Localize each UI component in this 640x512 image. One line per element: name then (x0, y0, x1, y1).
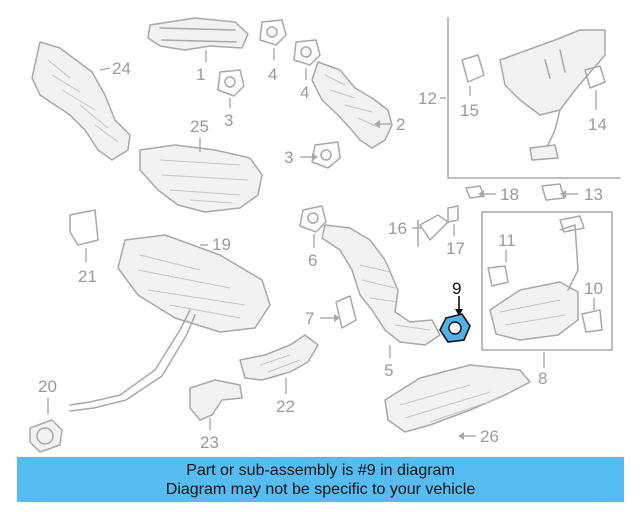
callout-2: 2 (396, 115, 405, 134)
callout-5: 5 (384, 361, 393, 380)
callout-15: 15 (460, 101, 479, 120)
part-23-pipe (189, 379, 243, 430)
part-16-sensor (412, 214, 449, 247)
callout-1: 1 (196, 65, 205, 84)
part-8-group-box (481, 211, 613, 368)
callout-21: 21 (78, 267, 97, 286)
part-7-bracket (320, 295, 357, 329)
part-1-front-pipe (147, 17, 249, 62)
callout-12: 12 (418, 89, 437, 108)
part-24-heat-shield (31, 41, 131, 161)
part-11-hanger (487, 250, 509, 287)
part-3-gasket-a (217, 69, 245, 108)
part-17-clip (447, 205, 459, 236)
part-9-gasket-highlighted (439, 296, 471, 343)
part-18-ring (465, 185, 496, 199)
callout-18: 18 (500, 185, 519, 204)
callout-11: 11 (498, 231, 516, 250)
part-25-heat-shield (139, 138, 263, 213)
callout-25: 25 (190, 117, 209, 136)
part-19-muffler (69, 234, 271, 412)
part-21-hanger (69, 209, 99, 262)
part-22-pipe (239, 334, 319, 394)
part-20-clamp (29, 398, 63, 453)
part-12-group-box (440, 17, 621, 179)
info-banner: Part or sub-assembly is #9 in diagram Di… (17, 457, 624, 502)
part-6-gasket (299, 205, 327, 248)
part-26-heat-shield (384, 364, 531, 440)
part-4-gasket-b (293, 39, 321, 80)
banner-line-1: Part or sub-assembly is #9 in diagram (186, 462, 455, 479)
callout-14: 14 (588, 115, 607, 134)
callout-10: 10 (584, 279, 603, 298)
callout-13: 13 (584, 185, 603, 204)
callout-26: 26 (480, 427, 499, 446)
callout-3-a: 3 (224, 111, 233, 130)
banner-line-2: Diagram may not be specific to your vehi… (165, 481, 476, 498)
part-3-gasket-b (300, 141, 341, 169)
part-13-gasket (541, 183, 578, 201)
callout-23: 23 (200, 433, 219, 452)
callout-6: 6 (308, 251, 317, 270)
callout-9: 9 (452, 279, 461, 298)
callout-24: 24 (112, 59, 131, 78)
callout-4-b: 4 (300, 83, 309, 102)
part-4-gasket-a (259, 19, 287, 60)
callout-labels: 1 2 3 3 4 4 5 6 7 8 9 10 11 12 13 14 15 … (38, 59, 607, 452)
callout-19: 19 (212, 235, 231, 254)
callout-17: 17 (446, 239, 465, 258)
callout-4-a: 4 (268, 65, 277, 84)
callout-3-b: 3 (284, 148, 293, 167)
part-10-hanger (581, 298, 603, 333)
callout-8: 8 (538, 369, 547, 388)
callout-22: 22 (276, 397, 295, 416)
callout-20: 20 (38, 377, 57, 396)
callout-16: 16 (388, 219, 407, 238)
part-5-catalytic-converter (321, 224, 441, 358)
callout-7: 7 (305, 309, 314, 328)
part-2-exhaust-pipe (311, 61, 393, 149)
